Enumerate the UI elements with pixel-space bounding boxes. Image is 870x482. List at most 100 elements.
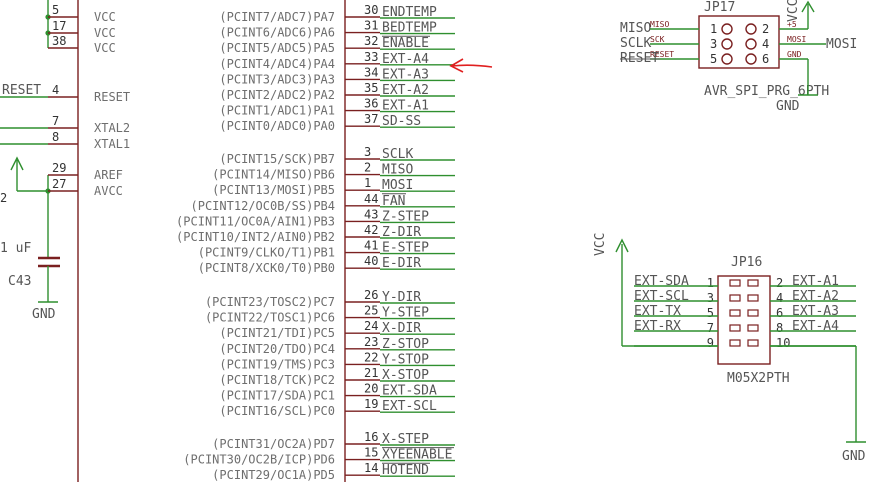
jp17-name: JP17	[704, 0, 735, 15]
mcu-right-net-label: Z-DIR	[382, 225, 421, 240]
mcu-right-net-label: ENABLE	[382, 36, 429, 51]
mcu-left-pin-name: RESET	[94, 90, 130, 104]
jp17-left-net: MISO	[620, 21, 651, 36]
mcu-right-pin-number: 33	[364, 50, 378, 64]
jp17-small-left: SCK	[650, 35, 665, 44]
mcu-right-net-label: HOTEND	[382, 463, 429, 478]
mcu-right-pin-number: 14	[364, 461, 378, 475]
mcu-right-net-label: XYEENABLE	[382, 448, 452, 463]
mcu-right-pin-number: 3	[364, 145, 371, 159]
jp17-gnd-label: GND	[776, 99, 800, 114]
jp16-vcc-arrow	[615, 238, 629, 253]
mcu-right-pin-name: (PCINT30/OC2B/ICP)PD6	[183, 453, 335, 467]
jp17-small-right: +5	[787, 20, 797, 29]
left-edge-fragment: 2	[0, 191, 7, 205]
jp16-pin-pad	[747, 339, 759, 347]
mcu-right-pin-number: 35	[364, 81, 378, 95]
jp16-pin-number-right: 2	[776, 276, 783, 290]
mcu-right-pin-name: (PCINT29/OC1A)PD5	[212, 468, 335, 482]
mcu-right-net-label: Y-STOP	[382, 352, 429, 367]
mcu-right-pin-number: 40	[364, 254, 378, 268]
jp16-right-net: EXT-A3	[792, 304, 839, 319]
mcu-right-pin-name: (PCINT3/ADC3)PA3	[219, 72, 335, 86]
mcu-left-pin-number: 7	[52, 114, 59, 128]
mcu-right-pin-name: (PCINT5/ADC5)PA5	[219, 41, 335, 55]
jp16-footprint: M05X2PTH	[727, 371, 790, 386]
jp16-pin-pad	[729, 339, 741, 347]
jp16-pin-pad	[747, 309, 759, 317]
annotation-arrow-head	[449, 58, 464, 73]
mcu-right-pin-name: (PCINT17/SDA)PC1	[219, 389, 335, 403]
mcu-left-pin-number: 17	[52, 19, 66, 33]
jp17-pin-number-left: 3	[710, 37, 717, 51]
mcu-left-pin-number: 4	[52, 83, 59, 97]
mcu-right-pin-number: 15	[364, 446, 378, 460]
jp16-vcc-label: VCC	[593, 233, 608, 256]
jp16-right-net: EXT-A2	[792, 289, 839, 304]
jp16-name: JP16	[731, 255, 762, 270]
jp17-vcc-label: VCC	[786, 0, 801, 22]
cap-gnd-label: GND	[32, 307, 56, 322]
mcu-right-pin-number: 42	[364, 223, 378, 237]
mcu-right-pin-name: (PCINT2/ADC2)PA2	[219, 88, 335, 102]
jp17-small-right: MOSI	[787, 35, 806, 44]
mcu-right-pin-number: 22	[364, 350, 378, 364]
mcu-right-pin-number: 2	[364, 161, 371, 175]
mcu-right-pin-number: 31	[364, 19, 378, 33]
mcu-right-net-label: EXT-SCL	[382, 399, 437, 414]
mcu-right-pin-number: 44	[364, 192, 378, 206]
mcu-right-pin-number: 43	[364, 207, 378, 221]
mcu-left-pin-number: 5	[52, 3, 59, 17]
mcu-right-net-label: X-STEP	[382, 432, 429, 447]
jp16-pin-pad	[747, 324, 759, 332]
mcu-left-pin-name: XTAL2	[94, 121, 130, 135]
mcu-right-net-label: Z-STEP	[382, 209, 429, 224]
jp16-pin-number-right: 4	[776, 291, 783, 305]
mcu-right-pin-name: (PCINT15/SCK)PB7	[219, 152, 335, 166]
jp17-pin-number-right: 2	[762, 22, 769, 36]
avcc-arrow	[10, 156, 24, 171]
mcu-left-net-label: RESET	[2, 83, 41, 98]
jp17-right-net: MOSI	[826, 37, 857, 52]
mcu-right-pin-number: 24	[364, 319, 378, 333]
mcu-right-pin-name: (PCINT19/TMS)PC3	[219, 357, 335, 371]
annotation-arrow	[449, 58, 493, 73]
jp17-pin-pad	[745, 23, 757, 35]
jp16-pin-number-left: 7	[707, 321, 714, 335]
mcu-right-pin-name: (PCINT22/TOSC1)PC6	[205, 311, 335, 325]
jp16-gnd-label: GND	[842, 449, 866, 464]
mcu-right-pin-name: (PCINT10/INT2/AIN0)PB2	[176, 230, 335, 244]
jp17-pin-pad	[745, 38, 757, 50]
mcu-right-net-label: BEDTEMP	[382, 21, 437, 36]
mcu-right-pin-number: 20	[364, 382, 378, 396]
mcu-right-pin-name: (PCINT23/TOSC2)PC7	[205, 295, 335, 309]
mcu-right-pin-number: 36	[364, 97, 378, 111]
jp17-pin-pad	[721, 38, 733, 50]
mcu-right-pin-number: 19	[364, 397, 378, 411]
mcu-right-pin-number: 32	[364, 34, 378, 48]
mcu-right-net-label: EXT-A1	[382, 99, 429, 114]
mcu-left-pin-name: VCC	[94, 10, 116, 24]
jp17-pin-number-left: 5	[710, 52, 717, 66]
jp17-small-right: GND	[787, 50, 802, 59]
jp16-pin-number-left: 9	[707, 336, 714, 350]
mcu-left-pin-number: 8	[52, 130, 59, 144]
mcu-right-net-label: E-STEP	[382, 241, 429, 256]
mcu-right-net-label: MISO	[382, 163, 413, 178]
mcu-right-net-label: Y-DIR	[382, 290, 421, 305]
mcu-right-pin-name: (PCINT18/TCK)PC2	[219, 373, 335, 387]
mcu-right-pin-name: (PCINT16/SCL)PC0	[219, 404, 335, 418]
mcu-right-net-label: EXT-A4	[382, 52, 429, 67]
mcu-right-net-label: SCLK	[382, 147, 413, 162]
jp16-pin-number-right: 6	[776, 306, 783, 320]
jp16-pin-number-right: 10	[776, 336, 790, 350]
mcu-left-pin-name: XTAL1	[94, 137, 130, 151]
mcu-right-pin-name: (PCINT1/ADC1)PA1	[219, 104, 335, 118]
jp16-pin-pad	[747, 279, 759, 287]
mcu-right-pin-number: 1	[364, 176, 371, 190]
mcu-right-pin-name: (PCINT21/TDI)PC5	[219, 326, 335, 340]
jp17-body	[698, 15, 780, 69]
jp16-pin-pad	[729, 309, 741, 317]
